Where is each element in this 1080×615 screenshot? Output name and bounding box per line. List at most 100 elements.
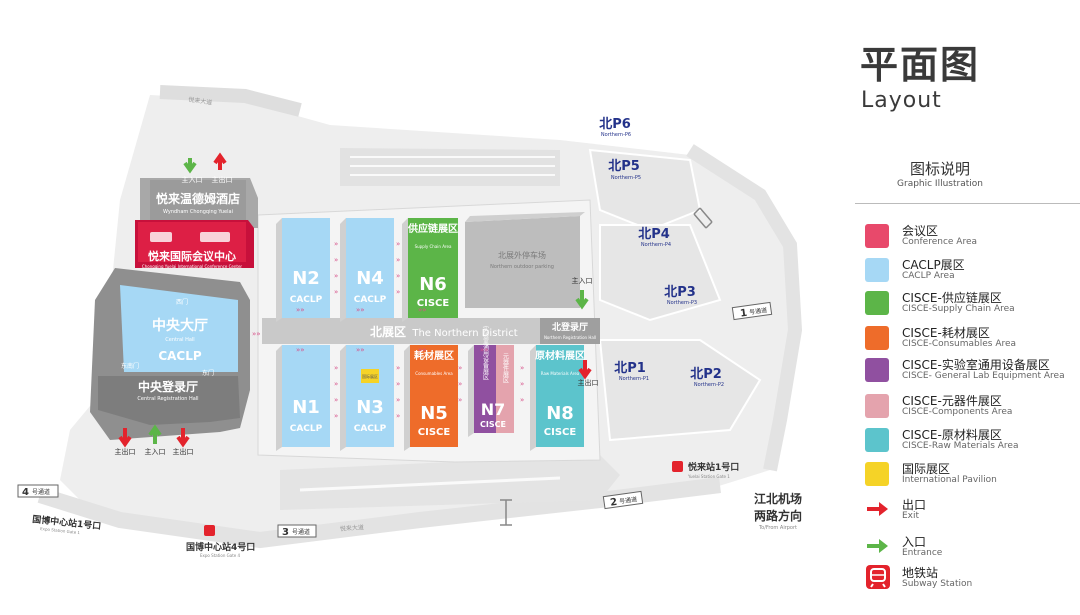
svg-text:号通道: 号通道 (619, 495, 638, 505)
svg-text:»: » (396, 380, 400, 388)
svg-text:Expo Station Gate 1: Expo Station Gate 1 (40, 526, 81, 535)
bridge-icon (500, 207, 713, 526)
hotel-label-cn: 悦来温德姆酒店 (156, 191, 240, 206)
svg-text:»: » (334, 272, 338, 280)
south-exit2-label: 主出口 (173, 447, 194, 456)
svg-text:»»: »» (356, 346, 365, 354)
hall-tag: CACLP (354, 295, 387, 305)
hall-tag: CISCE (417, 298, 450, 309)
hall-tag: CISCE (418, 427, 451, 438)
parking-p1: 北P1 (614, 361, 646, 376)
color-swatch (865, 462, 889, 486)
channel-2: 2 号通道 (602, 490, 644, 510)
svg-text:»: » (458, 396, 462, 404)
legend-panel: 平面图 Layout 图标说明 Graphic Illustration 会议区… (845, 0, 1080, 615)
svg-text:»: » (520, 364, 524, 372)
parking-p6: 北P6 (599, 117, 631, 132)
svg-text:»: » (334, 240, 338, 248)
legend-label-en: Entrance (902, 548, 943, 558)
hall-en: Consumables Area (415, 371, 453, 376)
hall-n7-components (496, 345, 514, 433)
hotel-entrance-label: 主入口 (182, 175, 203, 184)
exit-arrow-icon (176, 428, 190, 448)
parking-p5-en: Northern-P5 (611, 175, 641, 181)
page-title: 平面图 (860, 43, 981, 87)
hall-code: N3 (356, 397, 384, 418)
exit-arrow-icon (578, 360, 592, 380)
subway-icon (866, 565, 890, 589)
svg-text:号通道: 号通道 (749, 306, 768, 316)
svg-text:»»: »» (296, 306, 305, 314)
legend-label-en: Exit (902, 511, 920, 521)
svg-text:Expo Station Gate 4: Expo Station Gate 4 (200, 553, 240, 558)
legend-label-en: International Pavilion (902, 475, 997, 485)
hall-cn: 供应链展区 (407, 222, 458, 235)
svg-text:2: 2 (610, 497, 618, 509)
svg-text:»: » (520, 380, 524, 388)
entrance-arrow-icon (575, 290, 589, 310)
airport-direction: 江北机场 两路方向 To/From Airport (754, 491, 802, 531)
hall-tag: CISCE (480, 420, 506, 429)
road-bottom-label: 悦来大道 (340, 523, 365, 533)
road-top-label: 悦来大道 (188, 95, 213, 106)
parking-p4: 北P4 (638, 227, 670, 242)
parking-p2: 北P2 (690, 367, 722, 382)
svg-text:»: » (334, 364, 338, 372)
legend-label-cn: 会议区 (902, 224, 939, 238)
svg-text:»: » (334, 412, 338, 420)
svg-text:悦来站1号口: 悦来站1号口 (688, 461, 739, 473)
hall-tag: CACLP (354, 424, 387, 434)
svg-text:号通道: 号通道 (32, 488, 50, 496)
northern-district-en: The Northern District (411, 328, 517, 339)
legend-label-en: CISCE-Consumables Area (902, 339, 1017, 349)
color-swatch (865, 428, 889, 452)
channel-4: 4 号通道 (17, 484, 59, 498)
svg-text:»»: »» (418, 306, 427, 314)
hall-tag: CACLP (290, 295, 323, 305)
parking-label-cn: 北展外停车场 (498, 250, 546, 260)
hotel-exit-label: 主出口 (212, 175, 233, 184)
conference-logo-icon (150, 232, 230, 242)
svg-text:»: » (334, 380, 338, 388)
hall-tag: CACLP (290, 424, 323, 434)
color-swatch (865, 358, 889, 382)
channel-3: 3 号通道 (277, 524, 317, 538)
north-reg-cn: 北登录厅 (552, 321, 588, 333)
legend-label-cn: 国际展区 (902, 462, 951, 476)
svg-text:Yuelai Station Gate 1: Yuelai Station Gate 1 (687, 474, 730, 479)
station-yuelai: 悦来站1号口 Yuelai Station Gate 1 (672, 461, 739, 479)
svg-text:»: » (396, 256, 400, 264)
svg-text:To/From Airport: To/From Airport (758, 525, 797, 531)
color-swatch (865, 394, 889, 418)
svg-text:»»: »» (356, 306, 365, 314)
northern-district-cn: 北展区 (370, 324, 406, 339)
legend-label-en: CISCE-Raw Materials Area (902, 441, 1019, 451)
parking-p4-en: Northern-P4 (641, 242, 671, 248)
legend-heading-en: Graphic Illustration (897, 179, 983, 189)
south-exit1-label: 主出口 (115, 447, 136, 456)
svg-text:»: » (520, 396, 524, 404)
arrow-right-icon (867, 502, 888, 516)
exit-arrow-icon (118, 428, 132, 448)
color-swatch (865, 326, 889, 350)
parking-p3-en: Northern-P3 (667, 300, 697, 306)
registration-en: Central Registration Hall (137, 396, 198, 402)
parking-p5: 北P5 (608, 159, 640, 174)
legend-label-cn: 出口 (902, 498, 927, 512)
legend-label-cn: CACLP展区 (902, 258, 965, 272)
color-swatch (865, 291, 889, 315)
svg-text:两路方向: 两路方向 (754, 508, 802, 523)
svg-text:»: » (396, 396, 400, 404)
hall-code: N1 (292, 397, 320, 418)
svg-text:»: » (396, 288, 400, 296)
